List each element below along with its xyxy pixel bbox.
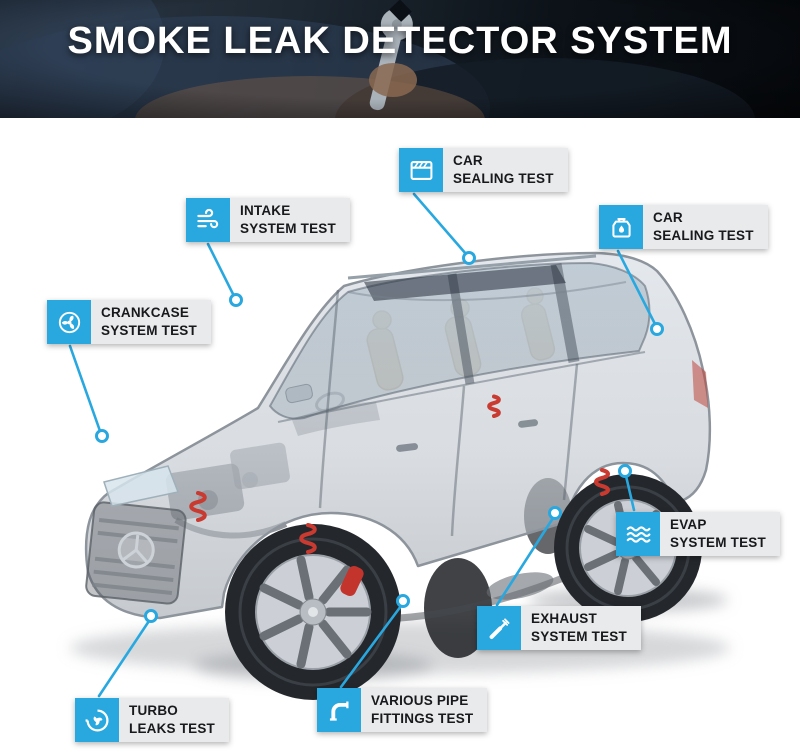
- callout-label: CAR SEALING TEST: [643, 205, 768, 249]
- callout-line1: CAR: [653, 210, 683, 226]
- leader-evap: [618, 464, 636, 512]
- roof-and-pillars: [277, 254, 646, 423]
- pipe-fitting-icon: [317, 688, 361, 732]
- taillight: [692, 360, 708, 408]
- callout-line1: EXHAUST: [531, 611, 597, 627]
- waves-icon: [616, 512, 660, 556]
- callout-line1: CAR: [453, 153, 483, 169]
- callout-line2: SYSTEM TEST: [101, 323, 197, 338]
- callout-label: TURBO LEAKS TEST: [119, 698, 230, 742]
- page-title: SMOKE LEAK DETECTOR SYSTEM: [67, 20, 733, 62]
- suspension-springs: [189, 394, 610, 554]
- engine-block: [165, 442, 290, 539]
- greenhouse-glass: [268, 261, 651, 420]
- leader-car-sealing-top: [412, 192, 476, 265]
- window-seal-icon: [399, 148, 443, 192]
- callout-label: CRANKCASE SYSTEM TEST: [91, 300, 211, 344]
- leader-car-sealing-right: [616, 249, 664, 336]
- callout-car-sealing-test-top: CAR SEALING TEST: [399, 148, 568, 192]
- callout-evap-system-test: EVAP SYSTEM TEST: [616, 512, 780, 556]
- exhaust-pipe-icon: [477, 606, 521, 650]
- leader-pipe-fittings: [339, 594, 410, 689]
- callout-car-sealing-test-right: CAR SEALING TEST: [599, 205, 768, 249]
- callout-line2: LEAKS TEST: [129, 721, 216, 736]
- callout-line1: EVAP: [670, 517, 707, 533]
- oil-canister-icon: [599, 205, 643, 249]
- door-lines: [285, 289, 579, 537]
- callout-crankcase-system-test: CRANKCASE SYSTEM TEST: [47, 300, 211, 344]
- callout-label: INTAKE SYSTEM TEST: [230, 198, 350, 242]
- air-flow-icon: [186, 198, 230, 242]
- callout-label: EXHAUST SYSTEM TEST: [521, 606, 641, 650]
- front-wheel: [225, 524, 401, 700]
- leader-intake: [206, 242, 243, 307]
- callout-line2: SEALING TEST: [453, 171, 554, 186]
- callout-line2: FITTINGS TEST: [371, 711, 474, 726]
- callout-line1: TURBO: [129, 703, 178, 719]
- front-grille: [85, 501, 187, 605]
- callout-line1: VARIOUS PIPE: [371, 693, 469, 709]
- callout-exhaust-system-test: EXHAUST SYSTEM TEST: [477, 606, 641, 650]
- interior-seats: [292, 287, 556, 436]
- callout-label: VARIOUS PIPE FITTINGS TEST: [361, 688, 488, 732]
- mechanic-wrench-photo: [0, 0, 800, 118]
- turbo-icon: [75, 698, 119, 742]
- callout-label: EVAP SYSTEM TEST: [660, 512, 780, 556]
- callout-label: CAR SEALING TEST: [443, 148, 568, 192]
- headlight: [103, 465, 180, 507]
- leader-crankcase: [68, 344, 109, 443]
- header-banner: SMOKE LEAK DETECTOR SYSTEM: [0, 0, 800, 118]
- callout-line2: SYSTEM TEST: [670, 535, 766, 550]
- callout-line1: CRANKCASE: [101, 305, 190, 321]
- leader-exhaust: [495, 506, 562, 607]
- fan-icon: [47, 300, 91, 344]
- callout-line2: SYSTEM TEST: [240, 221, 336, 236]
- leader-turbo: [97, 609, 158, 698]
- callout-line2: SEALING TEST: [653, 228, 754, 243]
- callout-turbo-leaks-test: TURBO LEAKS TEST: [75, 698, 230, 742]
- callout-line1: INTAKE: [240, 203, 291, 219]
- callout-line2: SYSTEM TEST: [531, 629, 627, 644]
- callout-intake-system-test: INTAKE SYSTEM TEST: [186, 198, 350, 242]
- callout-various-pipe-fittings-test: VARIOUS PIPE FITTINGS TEST: [317, 688, 488, 732]
